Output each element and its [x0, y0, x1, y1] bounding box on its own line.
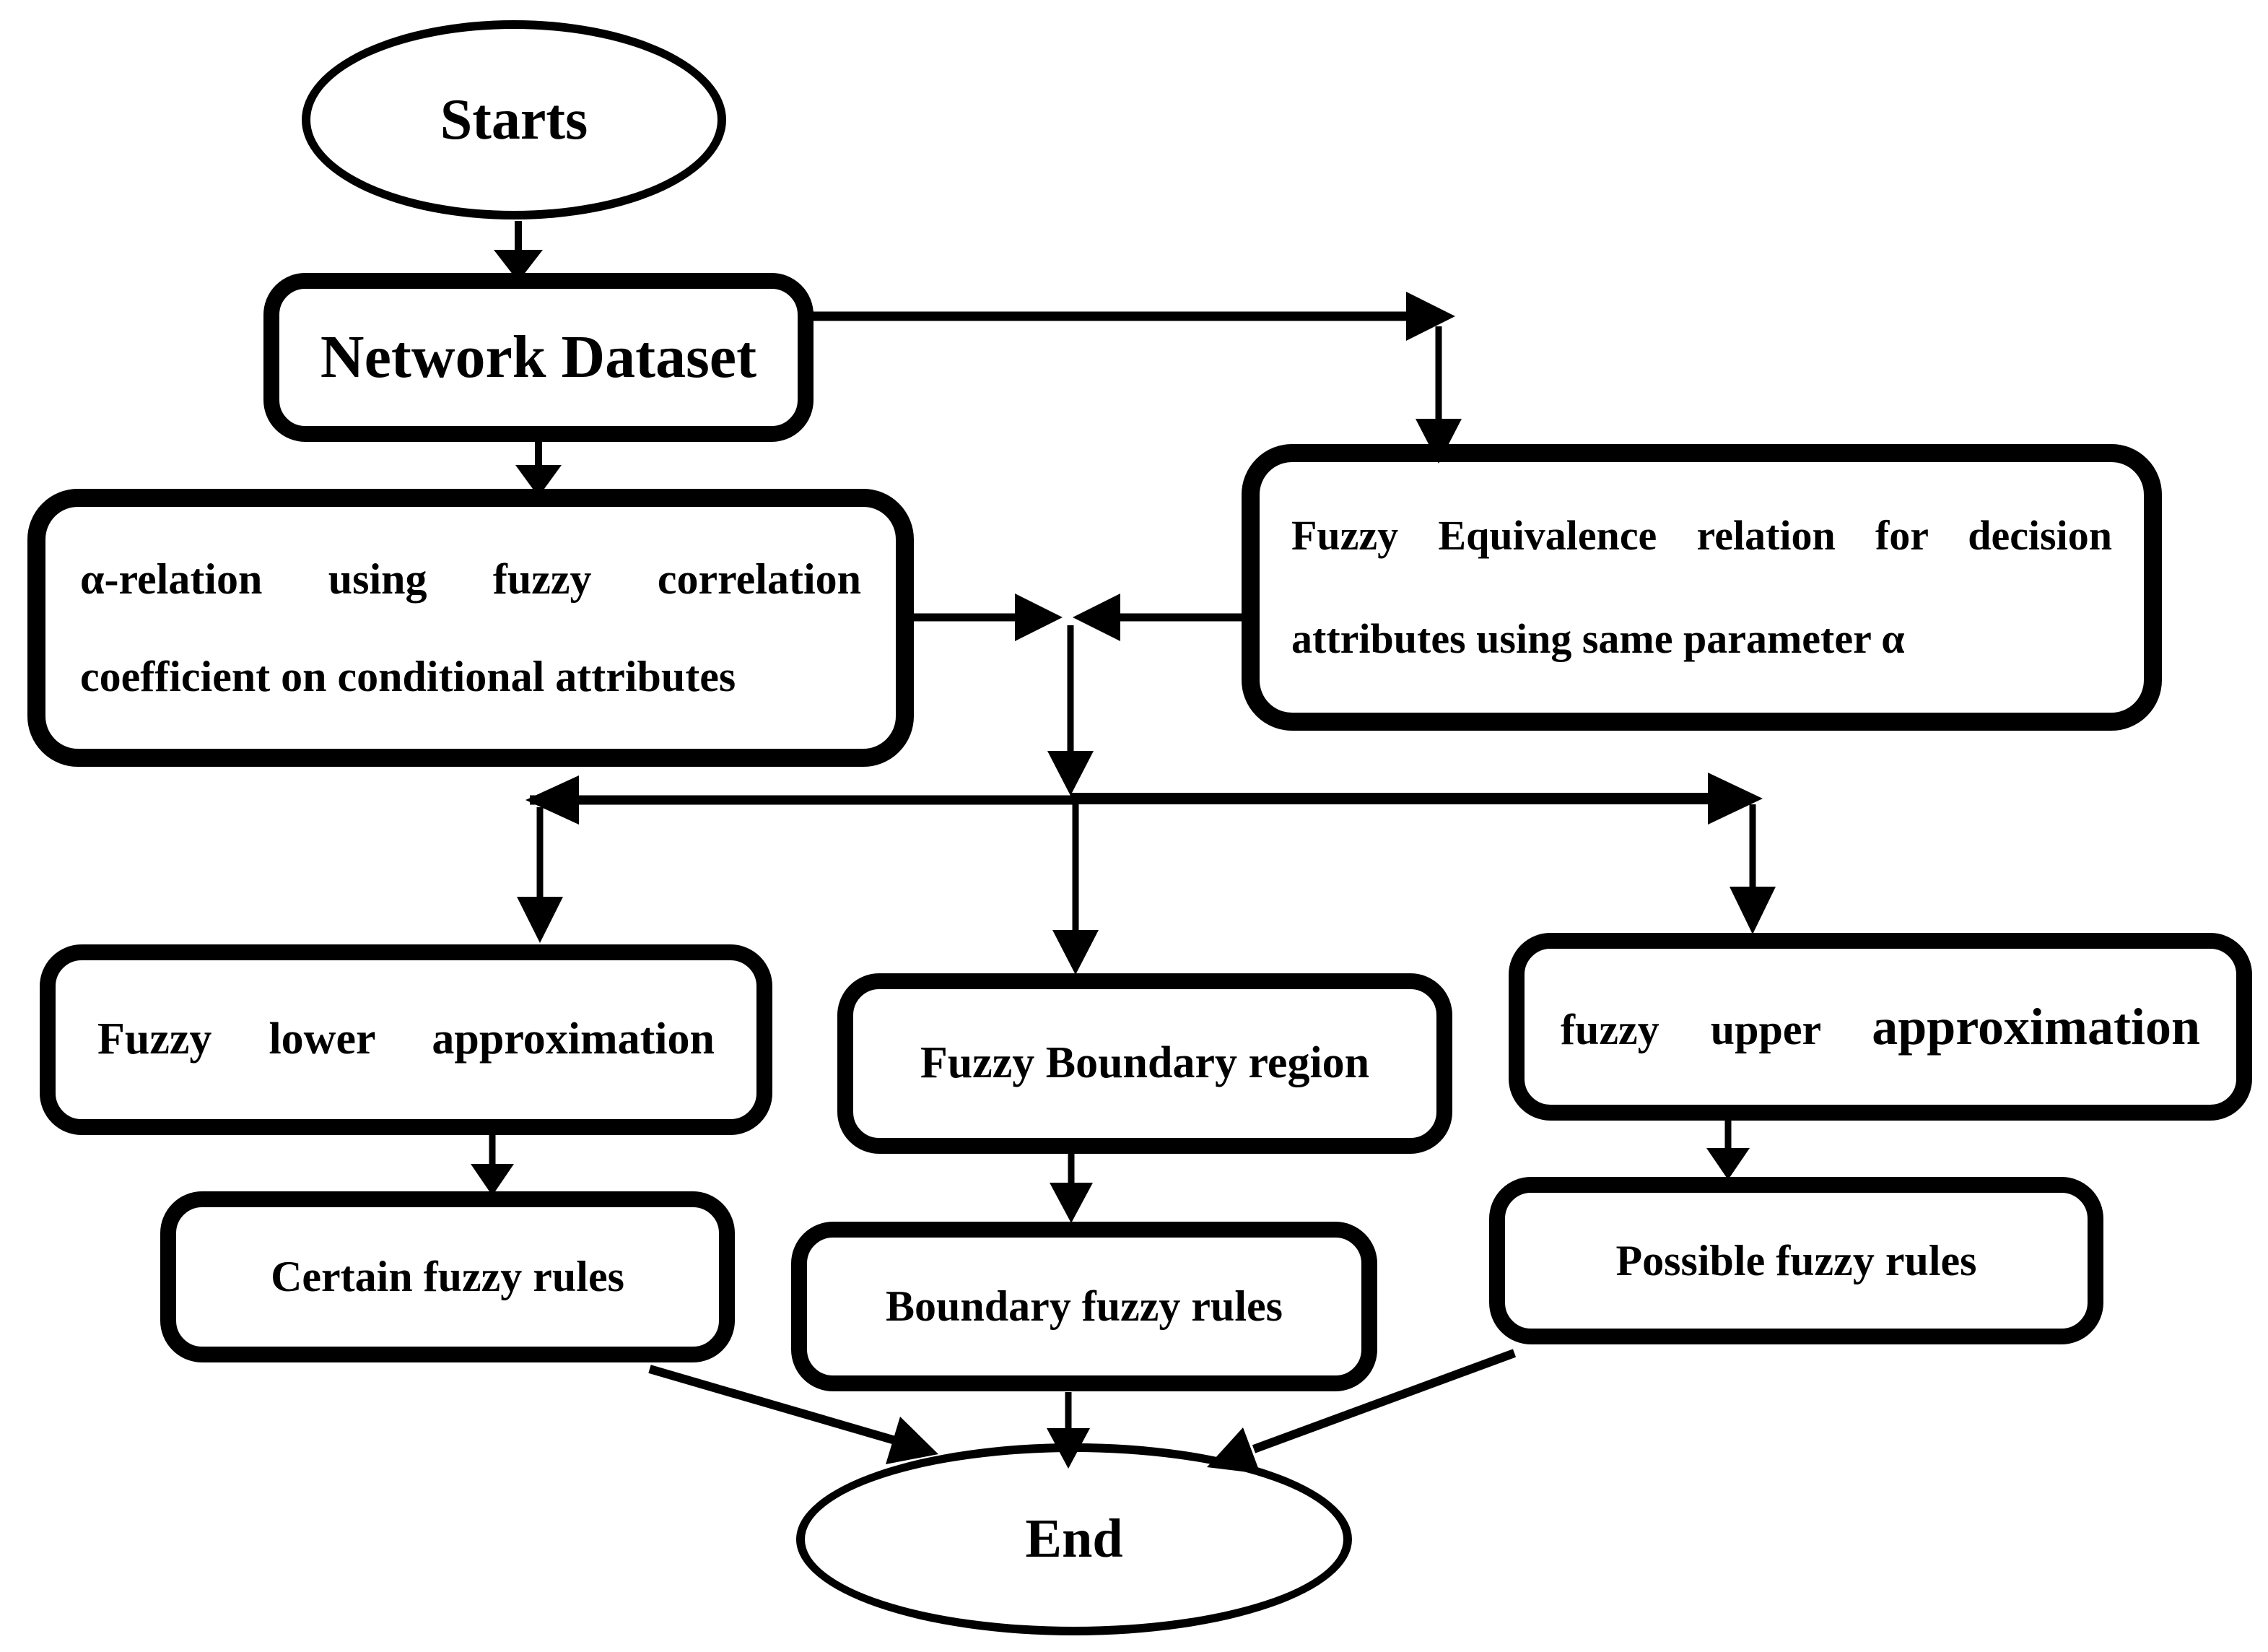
arrowhead	[1730, 887, 1776, 934]
node-label: Boundary fuzzy rules	[885, 1282, 1283, 1330]
node-label: Fuzzy lower approximation	[97, 1014, 715, 1064]
edge-lower-to-certain	[471, 1135, 514, 1196]
node-fuzzy-boundary-region: Fuzzy Boundary region	[837, 973, 1452, 1154]
node-fuzzy-equivalence: Fuzzy Equivalence relation for decision …	[1242, 444, 2162, 731]
arrowhead	[1708, 773, 1763, 825]
arrowhead	[1706, 1148, 1750, 1180]
edge-distribution-line	[525, 773, 1763, 825]
arrowhead	[1052, 930, 1099, 975]
node-network-dataset: Network Dataset	[263, 273, 814, 442]
node-label: Network Dataset	[320, 323, 757, 391]
arrowhead	[1050, 1183, 1093, 1223]
arrowhead	[1073, 594, 1120, 641]
node-label: fuzzy upper approximation	[1525, 997, 2236, 1057]
arrowhead	[1047, 751, 1094, 796]
node-alpha-relation: α-relation using fuzzy correlation coeff…	[27, 489, 914, 767]
edge-upper-to-possible	[1706, 1121, 1750, 1180]
edge-network-to-equivalence	[813, 292, 1462, 464]
arrowhead	[1015, 594, 1063, 641]
node-end: End	[796, 1443, 1352, 1635]
edge-distribution-to-lower	[517, 807, 563, 943]
node-possible-fuzzy-rules: Possible fuzzy rules	[1489, 1177, 2103, 1344]
node-label: Possible fuzzy rules	[1615, 1236, 1977, 1284]
edge-alpha-to-junction	[912, 594, 1063, 641]
node-label: Fuzzy Boundary region	[920, 1038, 1370, 1088]
node-fuzzy-lower-approximation: Fuzzy lower approximation	[40, 944, 772, 1135]
arrowhead	[525, 775, 579, 825]
node-fuzzy-upper-approximation: fuzzy upper approximation	[1509, 933, 2252, 1121]
node-label-line2: attributes using same parameter α	[1291, 614, 1905, 662]
node-certain-fuzzy-rules: Certain fuzzy rules	[160, 1191, 735, 1362]
edge-junction-to-distribution	[1047, 625, 1094, 796]
edge-equivalence-to-junction	[1073, 594, 1243, 641]
node-label-line1: α-relation using fuzzy correlation	[80, 555, 861, 603]
edge-distribution-to-boundary	[1052, 801, 1099, 975]
node-label-line1: Fuzzy Equivalence relation for decision	[1291, 511, 2112, 559]
node-label-line2: coefficient on conditional attributes	[80, 652, 736, 700]
node-boundary-fuzzy-rules: Boundary fuzzy rules	[791, 1222, 1377, 1391]
edge-boundary-to-boundaryrules	[1050, 1154, 1093, 1223]
node-label: End	[1025, 1508, 1123, 1570]
node-start: Starts	[302, 20, 726, 219]
node-label-part1: fuzzy upper	[1561, 1005, 1821, 1053]
arrowhead	[517, 897, 563, 943]
node-label: Starts	[440, 88, 588, 152]
node-label-part2: approximation	[1872, 997, 2200, 1056]
edge-distribution-to-upper	[1730, 804, 1776, 934]
node-label: Certain fuzzy rules	[271, 1253, 624, 1300]
arrowhead	[1406, 292, 1455, 341]
